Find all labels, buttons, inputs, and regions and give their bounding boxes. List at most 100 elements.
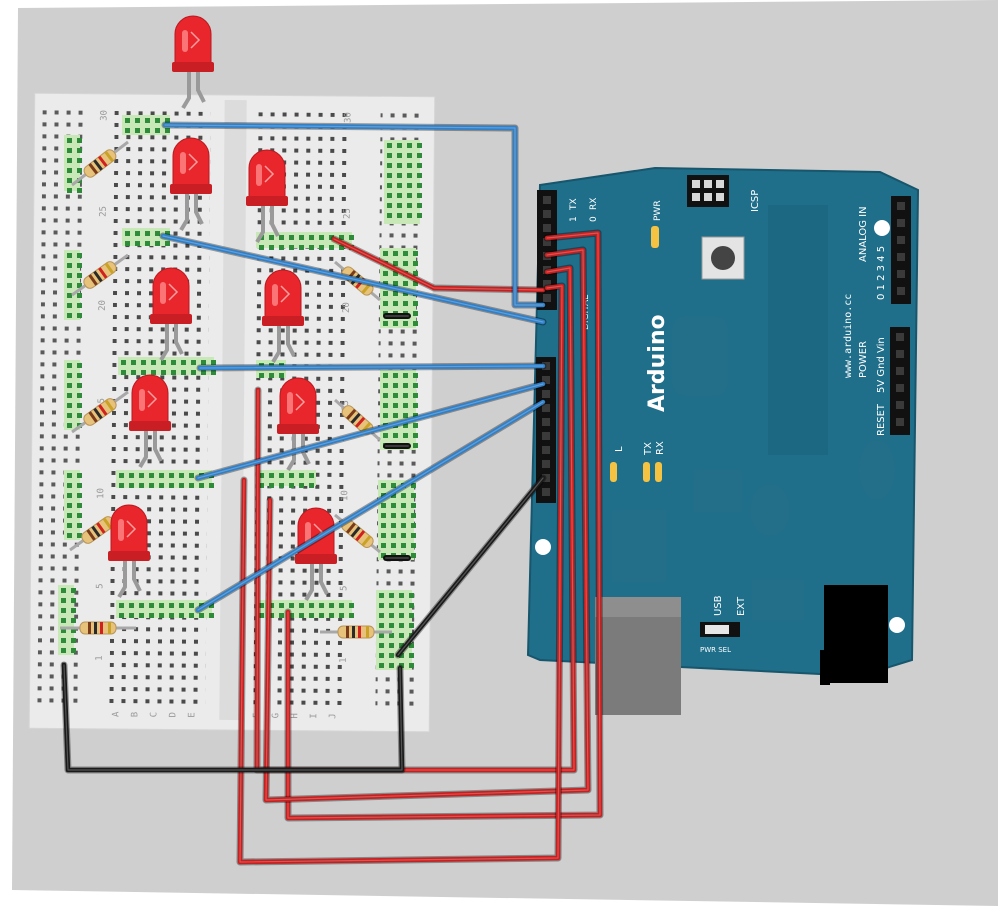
connected-hole [199, 483, 204, 488]
connected-hole [135, 231, 140, 236]
connected-hole [349, 603, 354, 608]
connected-hole [417, 183, 422, 188]
connected-hole [397, 153, 402, 158]
connected-hole [393, 433, 398, 438]
connected-hole [389, 633, 394, 638]
connected-hole [387, 163, 392, 168]
connected-hole [269, 473, 274, 478]
connected-hole [289, 245, 294, 250]
connected-hole [131, 370, 136, 375]
connected-hole [67, 373, 72, 378]
connected-hole [417, 143, 422, 148]
connected-hole [67, 383, 72, 388]
connected-hole [145, 241, 150, 246]
connected-hole [161, 370, 166, 375]
power-wire [236, 282, 566, 866]
connected-hole [379, 663, 384, 668]
connected-hole [169, 473, 174, 478]
pin-label-1: 1 [569, 216, 579, 222]
column-letter: B [130, 712, 140, 718]
connected-hole [409, 613, 414, 618]
connected-hole [139, 483, 144, 488]
connected-hole [201, 370, 206, 375]
connected-hole [407, 183, 412, 188]
connected-hole [149, 483, 154, 488]
header-pin [897, 219, 905, 227]
connected-hole-strip [256, 470, 316, 486]
connected-hole [77, 393, 82, 398]
connected-hole [159, 473, 164, 478]
icsp-pin [692, 193, 700, 201]
resistor [71, 390, 129, 434]
connected-hole [269, 483, 274, 488]
connected-hole [393, 301, 398, 306]
connected-hole [411, 523, 416, 528]
header-pin [542, 432, 550, 440]
l-led [610, 462, 617, 482]
header-pin [543, 210, 551, 218]
header-pin [542, 376, 550, 384]
connected-hole [129, 483, 134, 488]
connected-hole [67, 138, 72, 143]
connected-hole [403, 321, 408, 326]
icsp-label: ICSP [750, 190, 761, 212]
connected-hole [189, 603, 194, 608]
connected-hole [413, 271, 418, 276]
reset-button [711, 246, 735, 270]
connected-hole [121, 370, 126, 375]
connected-hole [125, 118, 130, 123]
pcb-shape [612, 510, 666, 582]
connected-hole [119, 603, 124, 608]
rx-led [655, 462, 662, 482]
connected-hole [393, 281, 398, 286]
connected-hole [61, 588, 66, 593]
connected-hole [339, 613, 344, 618]
connected-hole [383, 271, 388, 276]
header-pin [542, 488, 550, 496]
connected-hole [417, 163, 422, 168]
connected-hole [383, 433, 388, 438]
connected-hole [389, 663, 394, 668]
connected-hole [289, 603, 294, 608]
connected-hole [387, 213, 392, 218]
column-letter: I [309, 713, 319, 719]
connected-hole [199, 613, 204, 618]
connected-hole [383, 383, 388, 388]
connected-hole [159, 613, 164, 618]
connected-hole [403, 403, 408, 408]
usb-label: USB [713, 595, 724, 616]
breadboard-row-numbers: 303025252020151510105511 [95, 110, 354, 663]
connected-hole [77, 263, 82, 268]
power-wire [253, 264, 578, 774]
connected-hole [139, 603, 144, 608]
digital-label: DIGITAL [581, 295, 591, 330]
resistors [60, 140, 392, 639]
connected-hole [393, 271, 398, 276]
connected-hole [77, 503, 82, 508]
connected-hole [381, 553, 386, 558]
connected-hole [407, 163, 412, 168]
connected-hole [413, 443, 418, 448]
connected-hole [289, 613, 294, 618]
connected-hole [381, 523, 386, 528]
header-pin [542, 460, 550, 468]
signal-wire [194, 380, 547, 482]
connected-hole [67, 168, 72, 173]
column-letter: C [149, 712, 159, 718]
connected-hole [129, 473, 134, 478]
header-pins [542, 196, 905, 496]
connected-hole [319, 245, 324, 250]
connected-hole [67, 148, 72, 153]
connected-hole [77, 493, 82, 498]
connected-hole [67, 523, 72, 528]
column-letter: E [187, 712, 197, 718]
connected-hole [77, 383, 82, 388]
connected-hole [299, 235, 304, 240]
connected-hole [77, 283, 82, 288]
capacitor [859, 440, 895, 500]
connected-hole [409, 623, 414, 628]
connected-hole [399, 633, 404, 638]
connected-hole [339, 235, 344, 240]
row-number: 20 [342, 302, 352, 313]
